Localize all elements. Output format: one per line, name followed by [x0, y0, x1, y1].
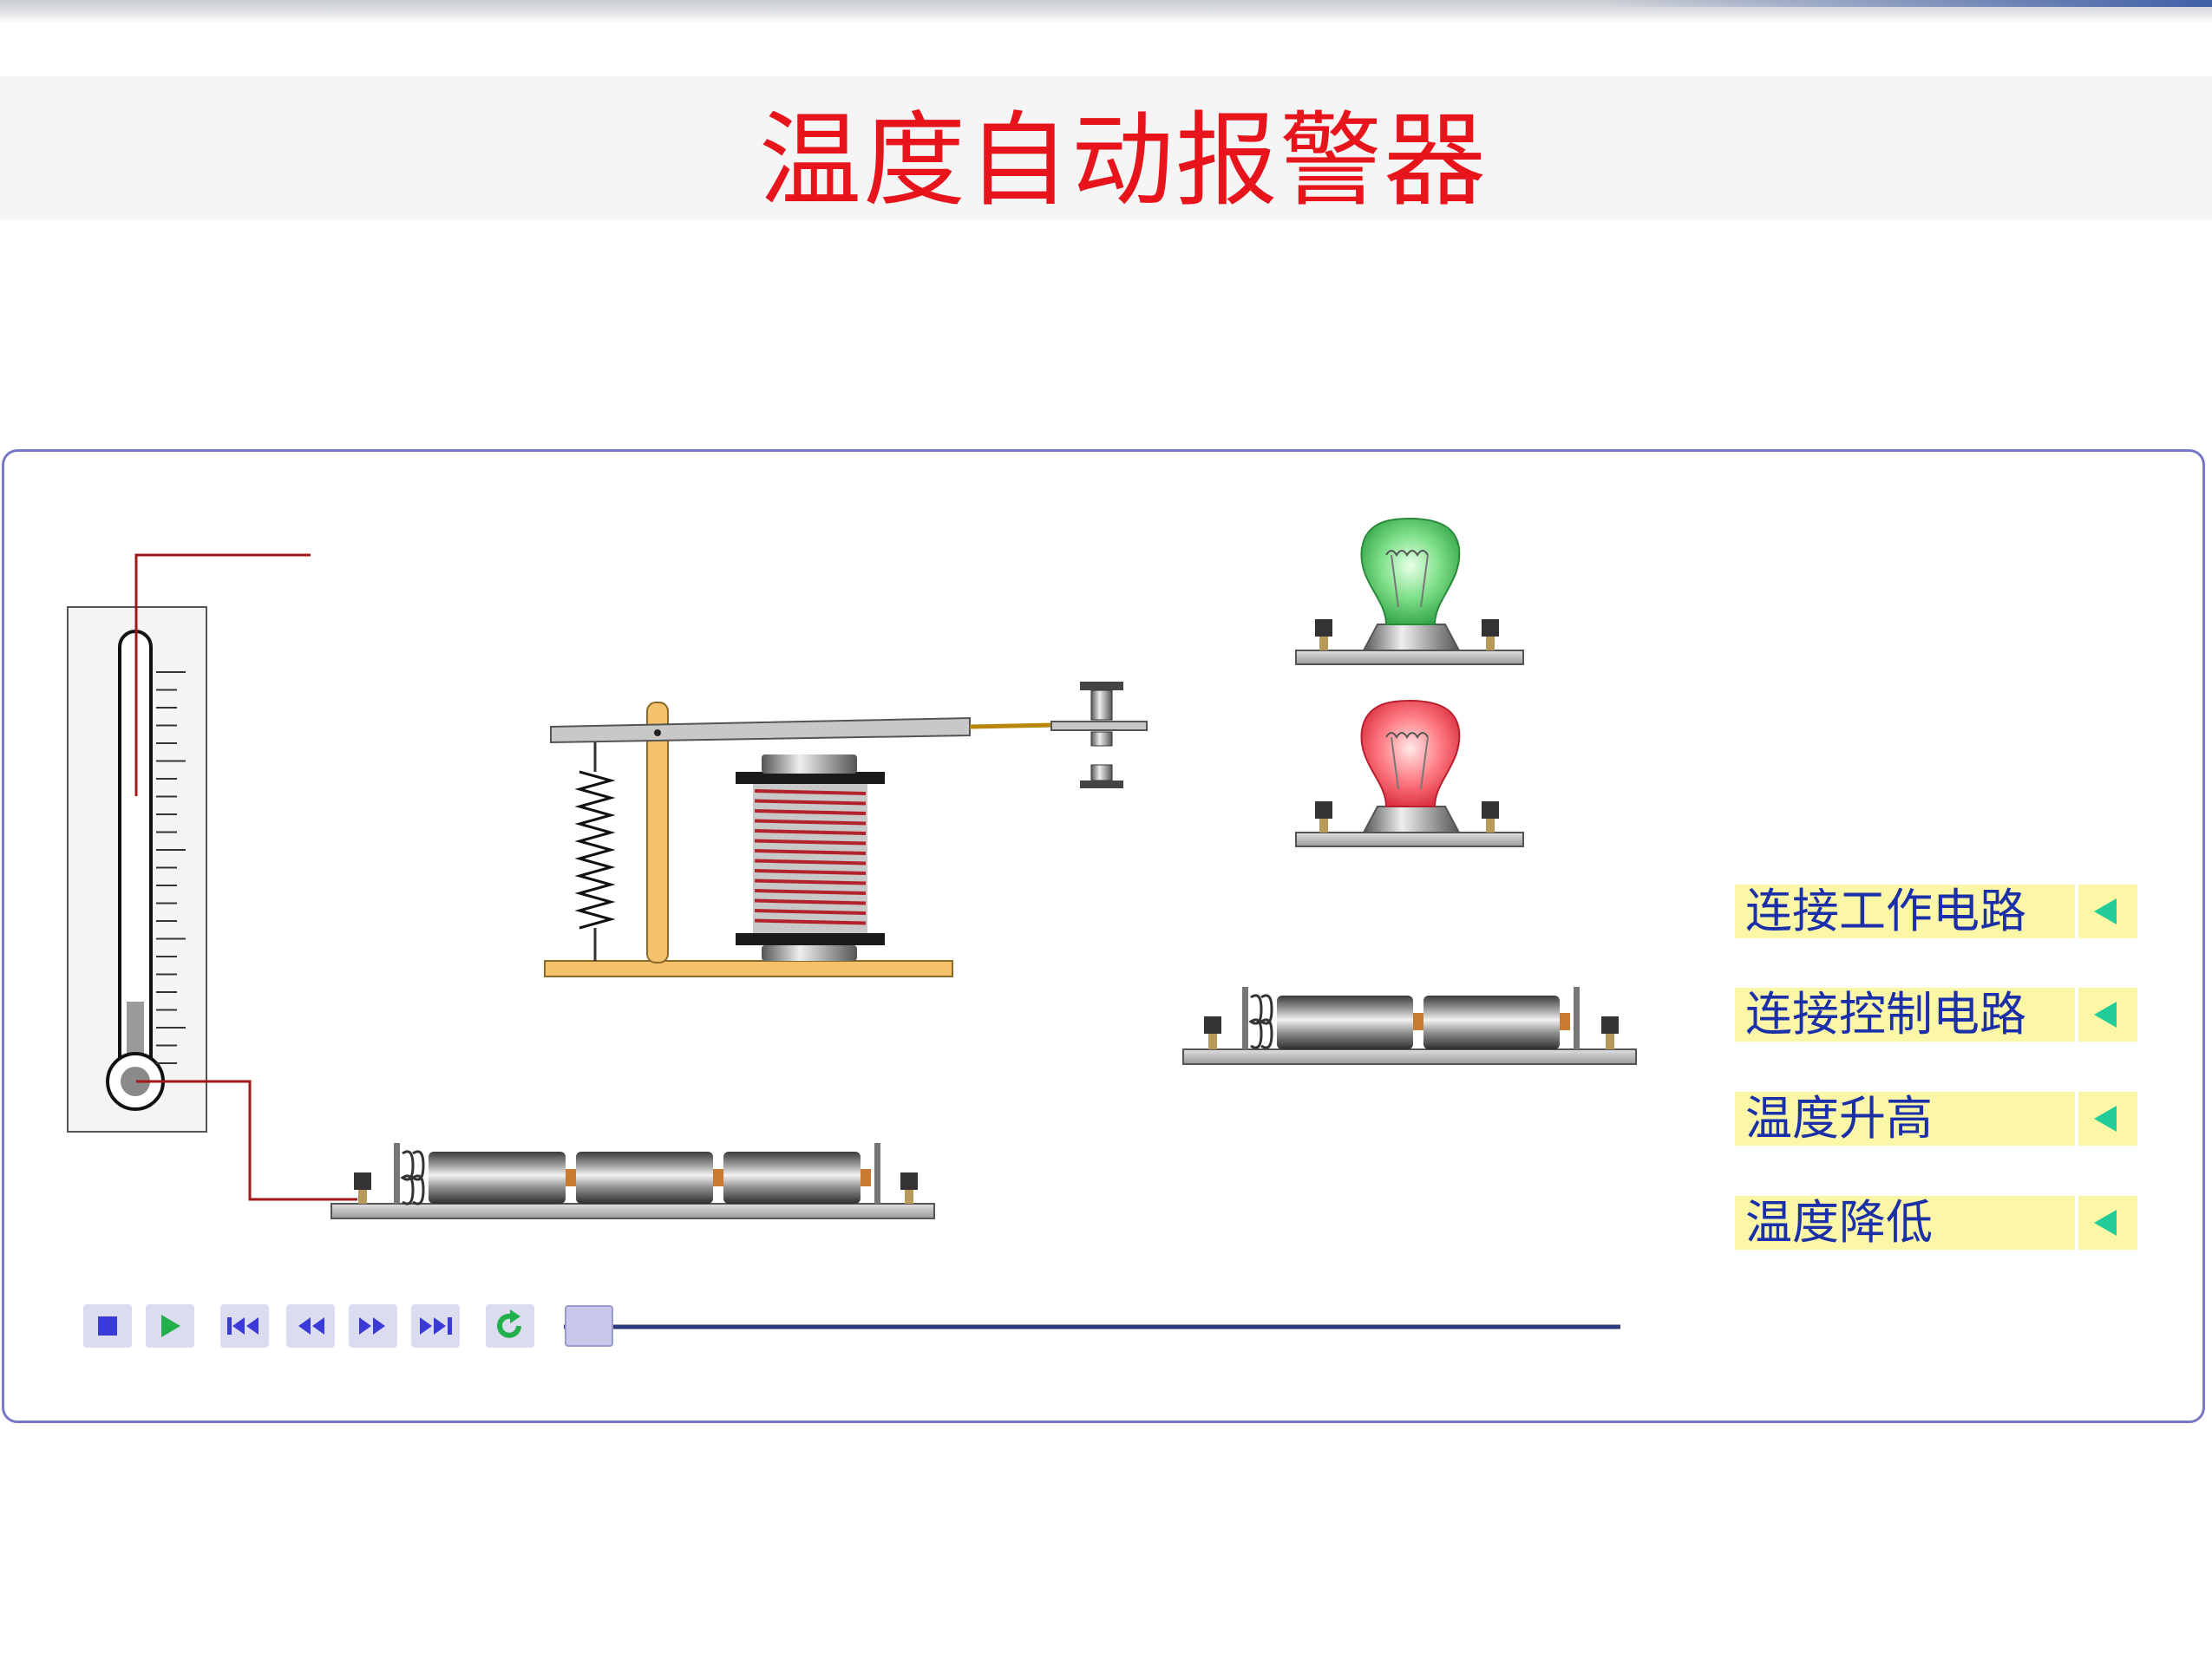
stop-icon — [98, 1316, 117, 1336]
battery-pack-control — [330, 1143, 935, 1219]
skip-to-end-button[interactable] — [411, 1304, 460, 1348]
top-accent-strip — [1605, 0, 2212, 7]
stop-button[interactable] — [83, 1304, 132, 1348]
control-wires — [134, 553, 357, 1201]
menu-label: 连接工作电路 — [1745, 884, 2026, 938]
relay-spring — [574, 770, 616, 930]
play-icon — [161, 1315, 180, 1337]
skip-to-end-icon — [420, 1317, 452, 1335]
coil-winding — [754, 819, 867, 826]
menu-label: 连接控制电路 — [1745, 987, 2026, 1042]
connect-work-circuit-button[interactable]: 连接工作电路 — [1735, 885, 2137, 938]
coil-winding — [754, 909, 867, 915]
fast-forward-icon — [359, 1317, 385, 1335]
play-button[interactable] — [146, 1304, 194, 1348]
triangle-left-icon — [2075, 885, 2137, 938]
coil-winding — [754, 849, 867, 855]
coil-winding — [754, 829, 867, 835]
temperature-rise-button[interactable]: 温度升高 — [1735, 1092, 2137, 1146]
red-lamp — [1295, 699, 1524, 847]
coil-winding — [754, 878, 867, 885]
triangle-left-icon — [2075, 1092, 2137, 1146]
battery-pack-work — [1182, 987, 1637, 1065]
rewind-button[interactable] — [286, 1304, 335, 1348]
fast-forward-button[interactable] — [349, 1304, 397, 1348]
rewind-icon — [298, 1317, 324, 1335]
skip-to-start-button[interactable] — [220, 1304, 269, 1348]
skip-to-start-icon — [227, 1317, 259, 1335]
coil-winding — [754, 809, 867, 815]
coil-winding — [754, 859, 867, 865]
triangle-left-icon — [2075, 1196, 2137, 1250]
temperature-drop-button[interactable]: 温度降低 — [1735, 1196, 2137, 1250]
coil-winding — [754, 918, 867, 925]
relay-coil — [754, 789, 867, 925]
menu-label: 温度升高 — [1745, 1091, 1933, 1146]
coil-winding — [754, 889, 867, 895]
loop-icon — [497, 1310, 521, 1338]
connect-control-circuit-button[interactable]: 连接控制电路 — [1735, 988, 2137, 1042]
electromagnetic-relay — [544, 682, 1148, 977]
title-band — [0, 76, 2212, 219]
coil-winding — [754, 839, 867, 846]
coil-winding — [754, 789, 867, 795]
loop-button[interactable] — [486, 1304, 534, 1348]
green-lamp — [1295, 517, 1524, 665]
coil-winding — [754, 898, 867, 905]
menu-label: 温度降低 — [1745, 1195, 1933, 1250]
coil-winding — [754, 869, 867, 875]
slide-title: 温度自动报警器 — [758, 101, 1488, 220]
progress-slider-thumb[interactable] — [565, 1305, 613, 1347]
triangle-left-icon — [2075, 988, 2137, 1042]
coil-winding — [754, 799, 867, 806]
top-decoration-bar — [0, 0, 2212, 24]
